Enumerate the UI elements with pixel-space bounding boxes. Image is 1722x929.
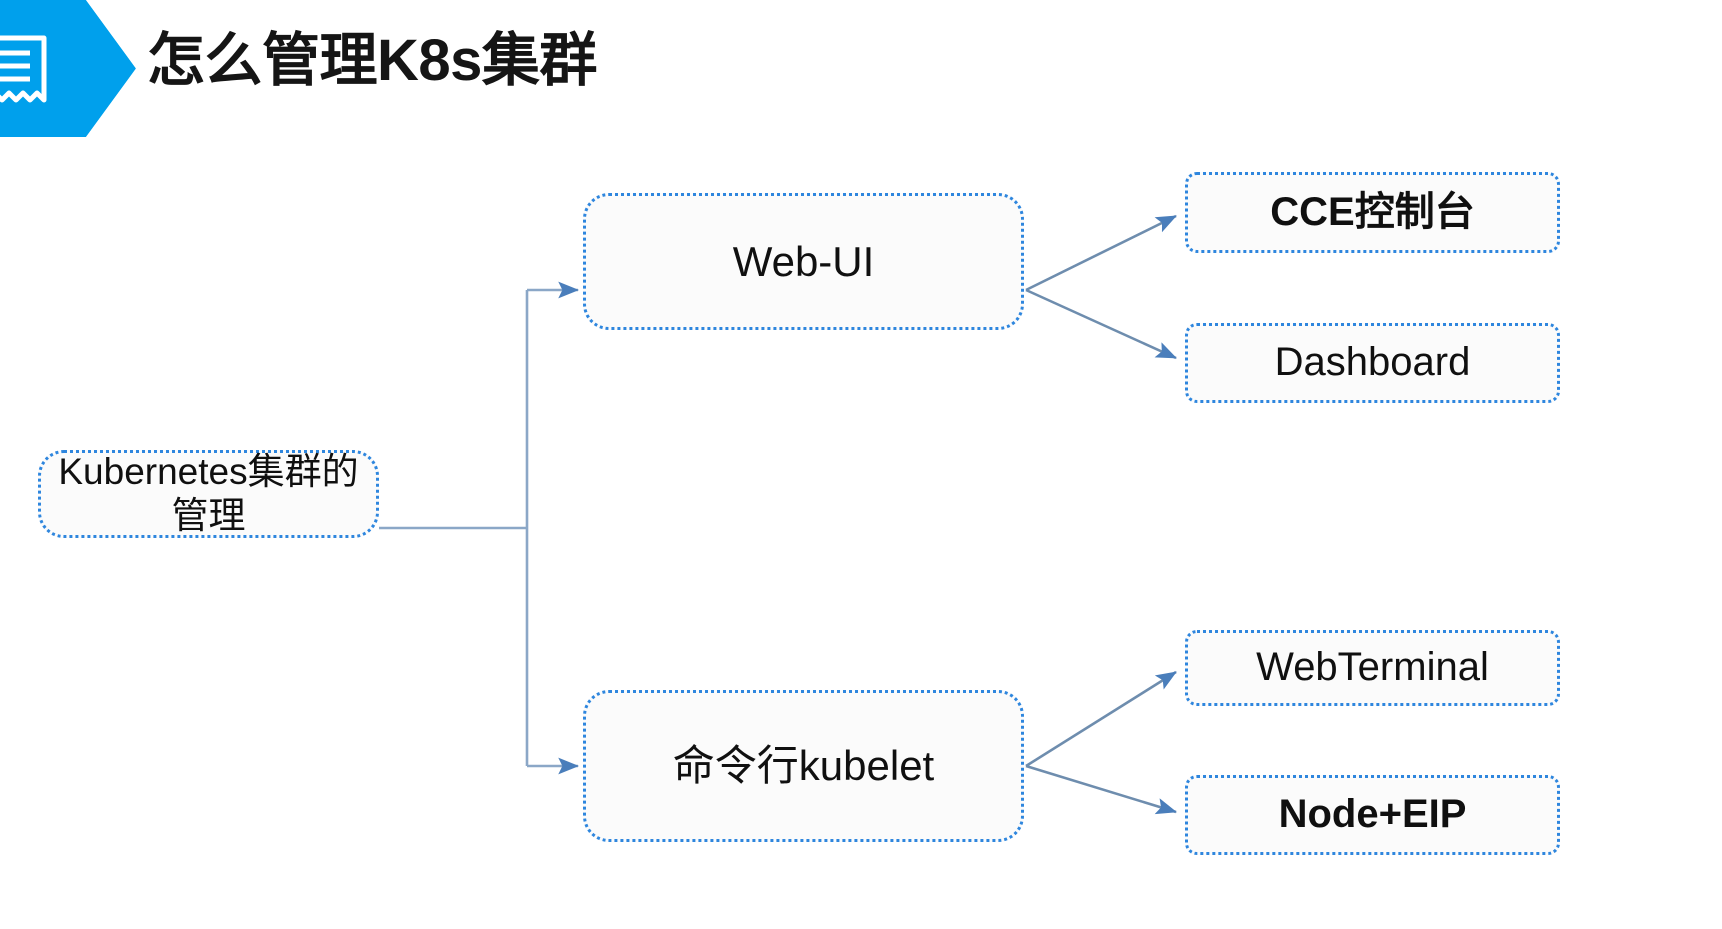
node-dashboard[interactable]: Dashboard — [1185, 323, 1560, 403]
node-node-plus-eip[interactable]: Node+EIP — [1185, 775, 1560, 855]
edge-webui-to-cce — [1025, 214, 1177, 292]
edge-kubelet-to-nodeeip — [1025, 764, 1177, 815]
node-webterminal[interactable]: WebTerminal — [1185, 630, 1560, 706]
node-cce-console[interactable]: CCE控制台 — [1185, 172, 1560, 253]
node-web-ui[interactable]: Web-UI — [583, 193, 1024, 330]
edge-webui-to-dashboard — [1025, 288, 1177, 360]
edge-kubelet-to-webterminal — [1025, 670, 1177, 768]
header-banner: 怎么管理K8s集群 — [0, 0, 1722, 137]
document-lines-icon — [0, 35, 47, 103]
document-line-glyphs — [0, 50, 30, 82]
node-command-line-kubelet[interactable]: 命令行kubelet — [583, 690, 1024, 842]
banner-chevron-shape — [0, 0, 136, 137]
node-kubernetes-cluster-management[interactable]: Kubernetes集群的管理 — [38, 450, 379, 538]
page-title: 怎么管理K8s集群 — [147, 28, 597, 93]
